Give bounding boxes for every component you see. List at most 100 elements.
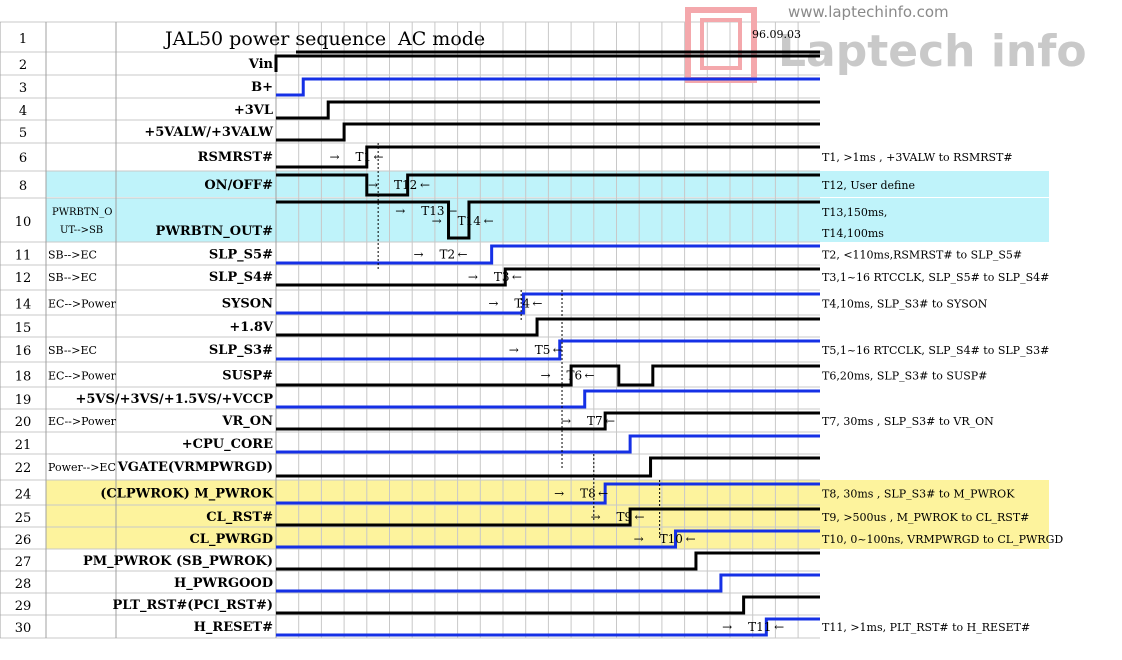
timing-arrow: → — [432, 214, 442, 228]
signal-label: PLT_RST#(PCI_RST#) — [112, 598, 273, 613]
timing-arrow: ← — [585, 369, 595, 383]
signal-label: CL_RST# — [206, 510, 273, 525]
signal-label: PWRBTN_OUT# — [156, 224, 274, 239]
signal-label: +5VS/+3VS/+1.5VS/+VCCP — [75, 392, 273, 407]
signal-waveform — [276, 122, 820, 142]
row-number: 4 — [19, 104, 27, 119]
timing-description: T10, 0~100ns, VRMPWRGD to CL_PWRGD — [822, 533, 1063, 546]
signal-label: RSMRST# — [198, 150, 273, 165]
row-note: SB-->EC — [48, 344, 97, 357]
timing-description: T12, User define — [822, 179, 915, 192]
row-note: EC-->Power — [48, 370, 117, 383]
row-band — [46, 480, 1049, 505]
signal-waveform — [276, 145, 820, 169]
timing-arrow: ← — [420, 178, 430, 192]
row-number: 27 — [15, 555, 32, 570]
signal-waveform — [276, 339, 820, 361]
signal-label: SYSON — [222, 297, 273, 312]
timing-label: T4 — [514, 297, 530, 311]
row-number: 2 — [19, 58, 27, 73]
signal-label: +5VALW/+3VALW — [144, 125, 273, 140]
row-number: 5 — [19, 126, 27, 141]
timing-description: T6,20ms, SLP_S3# to SUSP# — [822, 370, 987, 383]
row-number: 30 — [15, 621, 32, 636]
row-number: 16 — [15, 344, 32, 359]
timing-arrow: → — [591, 510, 601, 524]
signal-label: SLP_S4# — [209, 270, 273, 285]
timing-arrow: → — [554, 487, 564, 501]
timing-arrow: → — [561, 414, 571, 428]
timing-label: T5 — [535, 343, 551, 357]
timing-arrow: → — [329, 150, 339, 164]
signal-waveform — [276, 573, 820, 593]
timing-label: T10 — [660, 532, 683, 546]
signal-label: (CLPWROK) M_PWROK — [100, 487, 274, 502]
timing-description: T13,150ms, — [822, 206, 887, 219]
signal-waveform — [276, 292, 820, 315]
signal-label: H_RESET# — [194, 620, 273, 635]
signal-label: SUSP# — [222, 369, 273, 384]
row-number: 25 — [15, 511, 32, 526]
row-number: 11 — [15, 249, 32, 264]
row-number: 10 — [15, 215, 32, 230]
signal-waveform — [276, 389, 820, 409]
timing-arrow: → — [468, 270, 478, 284]
timing-arrow: ← — [598, 487, 608, 501]
timing-arrow: → — [368, 178, 378, 192]
row-number: 6 — [19, 151, 27, 166]
signal-waveform — [276, 456, 820, 478]
signal-label: +CPU_CORE — [182, 437, 273, 452]
timing-label: T14 — [458, 214, 482, 228]
row-number: 28 — [15, 577, 32, 592]
timing-arrow: → — [634, 532, 644, 546]
timing-arrow: → — [395, 204, 405, 218]
signal-waveform — [276, 434, 820, 454]
row-number: 19 — [15, 393, 32, 408]
signal-waveform — [276, 364, 820, 387]
timing-description: T9, >500us , M_PWROK to CL_RST# — [822, 511, 1029, 524]
timing-label: T7 — [587, 414, 603, 428]
timing-description: T1, >1ms , +3VALW to RSMRST# — [822, 151, 1013, 164]
timing-arrow: → — [509, 343, 519, 357]
timing-description: T2, <110ms,RSMRST# to SLP_S5# — [822, 249, 1022, 262]
signal-waveform — [276, 173, 820, 197]
signal-waveform — [276, 617, 820, 637]
timing-arrow: → — [488, 297, 498, 311]
row-number: 26 — [15, 533, 32, 548]
timing-label: T9 — [617, 510, 633, 524]
row-note: UT-->SB — [60, 225, 103, 236]
row-number: 20 — [15, 415, 32, 430]
signal-label: SLP_S5# — [209, 248, 273, 263]
timing-description: T14,100ms — [822, 227, 884, 240]
watermark-url: www.laptechinfo.com — [788, 3, 949, 21]
row-number: 18 — [15, 370, 32, 385]
timing-arrow: ← — [512, 270, 522, 284]
row-number: 24 — [15, 488, 32, 503]
timing-label: T1 — [355, 150, 371, 164]
signal-label: VGATE(VRMPWRGD) — [117, 460, 273, 475]
timing-arrow: ← — [605, 414, 615, 428]
row-note: EC-->Power — [48, 415, 117, 428]
timing-arrow: ← — [635, 510, 645, 524]
signal-label: ON/OFF# — [204, 178, 273, 193]
signal-label: SLP_S3# — [209, 343, 273, 358]
row-note: PWRBTN_O — [52, 207, 113, 218]
row-number: 14 — [15, 298, 32, 313]
timing-arrow: ← — [447, 204, 457, 218]
signal-label: +1.8V — [229, 320, 274, 335]
row-band — [46, 198, 1049, 242]
row-number: 8 — [19, 179, 27, 194]
signal-label: VR_ON — [221, 414, 273, 429]
signal-label: B+ — [251, 80, 273, 95]
timing-arrow: ← — [484, 214, 494, 228]
row-number: 1 — [19, 32, 27, 47]
timing-arrow: → — [722, 620, 732, 634]
timing-label: T6 — [567, 369, 583, 383]
signal-waveform — [276, 77, 820, 97]
timing-description: T11, >1ms, PLT_RST# to H_RESET# — [822, 621, 1030, 634]
row-note: SB-->EC — [48, 249, 97, 262]
timing-description: T8, 30ms , SLP_S3# to M_PWROK — [822, 488, 1015, 501]
timing-arrow: ← — [553, 343, 563, 357]
signal-label: CL_PWRGD — [189, 532, 273, 547]
